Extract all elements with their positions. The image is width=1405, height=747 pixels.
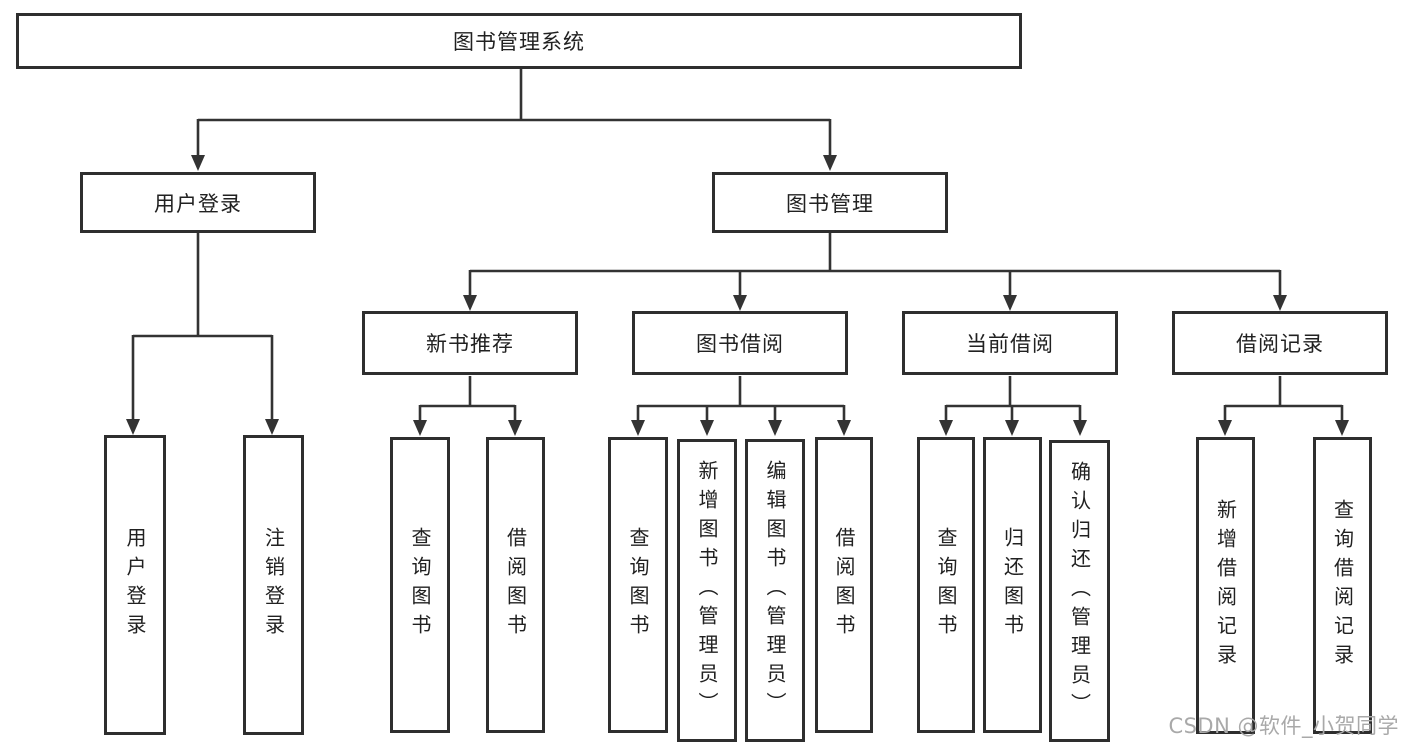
arrowhead	[265, 419, 279, 435]
leaf-borrow-books-label: 借阅图书	[832, 527, 856, 643]
leaf-query-borrow-record-label: 查询借阅记录	[1330, 498, 1355, 673]
leaf-add-borrow-record-label: 新增借阅记录	[1213, 498, 1238, 673]
node-new-book-recommend: 新书推荐	[362, 311, 578, 375]
arrowhead	[1005, 420, 1019, 436]
arrowhead	[463, 295, 477, 311]
node-book-borrow: 图书借阅	[632, 311, 848, 375]
node-book-borrow-label: 图书借阅	[696, 332, 784, 356]
leaf-logout-login: 注销登录	[243, 435, 304, 735]
arrowhead	[1003, 295, 1017, 311]
leaf-query-books-recommend-label: 查询图书	[408, 527, 432, 643]
arrowhead	[1218, 420, 1232, 436]
node-book-management-label: 图书管理	[786, 191, 874, 216]
leaf-confirm-return-admin-label: 确认归还（管理员）	[1067, 460, 1092, 722]
node-user-login-label: 用户登录	[154, 191, 242, 216]
edges-root-to-level2	[191, 67, 837, 171]
arrowhead	[1273, 295, 1287, 311]
node-current-borrow-label: 当前借阅	[966, 332, 1054, 356]
leaf-add-books-admin-label: 新增图书（管理员）	[695, 460, 719, 721]
arrowhead	[631, 420, 645, 436]
leaf-query-borrow-record: 查询借阅记录	[1313, 437, 1372, 734]
leaf-query-books-borrow: 查询图书	[608, 437, 668, 733]
arrowhead	[126, 419, 140, 435]
leaf-edit-books-admin-label: 编辑图书（管理员）	[763, 460, 787, 721]
arrowhead	[768, 420, 782, 436]
edges-new-book-recommend	[413, 376, 522, 436]
node-root-label: 图书管理系统	[453, 30, 585, 54]
leaf-borrow-books: 借阅图书	[815, 437, 873, 733]
arrowhead	[700, 420, 714, 436]
leaf-add-borrow-record: 新增借阅记录	[1196, 437, 1255, 734]
arrowhead	[733, 295, 747, 311]
leaf-query-books-borrow-label: 查询图书	[626, 527, 650, 643]
leaf-query-books-current: 查询图书	[917, 437, 975, 733]
node-root: 图书管理系统	[16, 13, 1022, 69]
arrowhead	[1073, 420, 1087, 436]
arrowhead	[413, 420, 427, 436]
node-book-management: 图书管理	[712, 172, 948, 233]
arrowhead	[1335, 420, 1349, 436]
leaf-confirm-return-admin: 确认归还（管理员）	[1049, 440, 1110, 742]
arrowhead	[939, 420, 953, 436]
leaf-return-books: 归还图书	[983, 437, 1042, 733]
arrowhead	[823, 155, 837, 171]
edges-book-borrow	[631, 376, 851, 436]
node-user-login: 用户登录	[80, 172, 316, 233]
arrowhead	[508, 420, 522, 436]
arrowhead	[837, 420, 851, 436]
leaf-borrow-books-recommend-label: 借阅图书	[503, 527, 528, 643]
leaf-return-books-label: 归还图书	[1000, 527, 1025, 643]
leaf-add-books-admin: 新增图书（管理员）	[677, 439, 737, 742]
leaf-edit-books-admin: 编辑图书（管理员）	[745, 439, 805, 742]
edges-user-login	[126, 233, 279, 435]
leaf-query-books-current-label: 查询图书	[934, 527, 958, 643]
leaf-user-login-label: 用户登录	[123, 527, 147, 643]
csdn-watermark: CSDN @软件_小贺同学	[1168, 714, 1399, 738]
node-borrow-records: 借阅记录	[1172, 311, 1388, 375]
arrowhead	[191, 155, 205, 171]
leaf-borrow-books-recommend: 借阅图书	[486, 437, 545, 733]
leaf-user-login: 用户登录	[104, 435, 166, 735]
node-borrow-records-label: 借阅记录	[1236, 332, 1324, 356]
edges-book-management	[463, 233, 1287, 311]
edges-borrow-records	[1218, 376, 1349, 436]
edges-current-borrow	[939, 376, 1087, 436]
node-current-borrow: 当前借阅	[902, 311, 1118, 375]
leaf-logout-login-label: 注销登录	[261, 527, 286, 643]
leaf-query-books-recommend: 查询图书	[390, 437, 450, 733]
node-new-book-recommend-label: 新书推荐	[426, 332, 514, 356]
